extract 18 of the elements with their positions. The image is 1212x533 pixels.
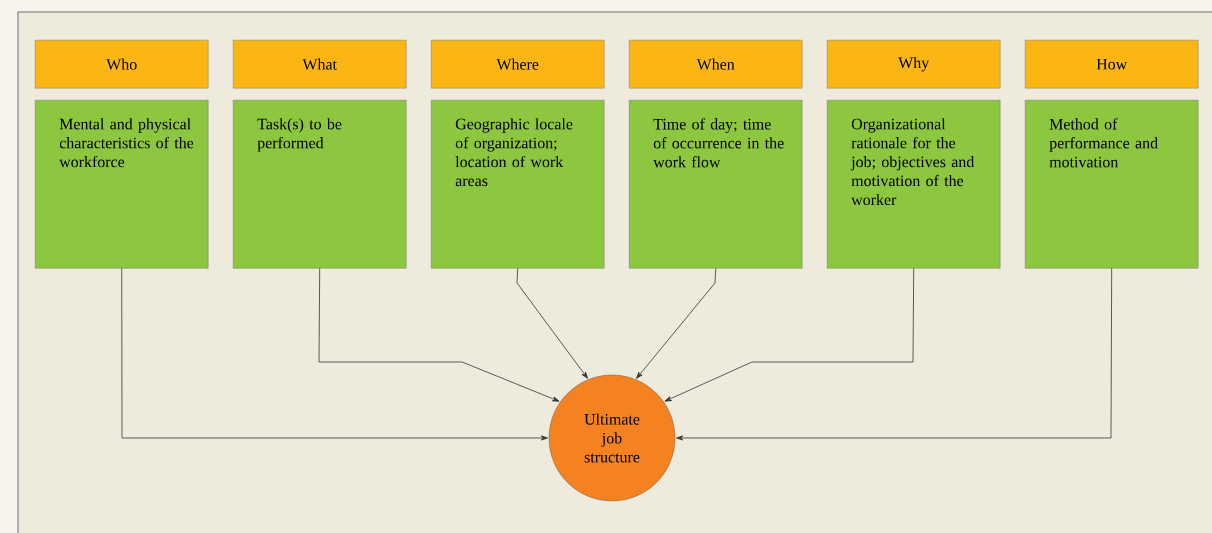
description-box: Organizational rationale for the job; objectives and motivation of the worker	[827, 100, 1001, 269]
arrow	[664, 268, 915, 402]
description-box: Task(s) to be performed	[233, 100, 407, 269]
arrow	[636, 268, 717, 379]
arrow	[676, 268, 1113, 441]
arrow	[516, 268, 588, 379]
arrow	[318, 268, 560, 402]
description-box: Mental and physical characteristics of the workforce	[35, 100, 209, 269]
description-box: Geographic locale of organization; location of work areas	[431, 100, 605, 269]
description-box: Time of day; time of occurrence in the work flow	[629, 100, 803, 269]
header-box: How	[1025, 40, 1199, 89]
arrow	[121, 268, 548, 441]
header-box: When	[629, 40, 803, 89]
header-box: Why	[827, 40, 1001, 89]
header-box: Where	[431, 40, 605, 89]
description-box: Method of performance and motivation	[1025, 100, 1199, 269]
header-box: Who	[35, 40, 209, 89]
header-box: What	[233, 40, 407, 89]
